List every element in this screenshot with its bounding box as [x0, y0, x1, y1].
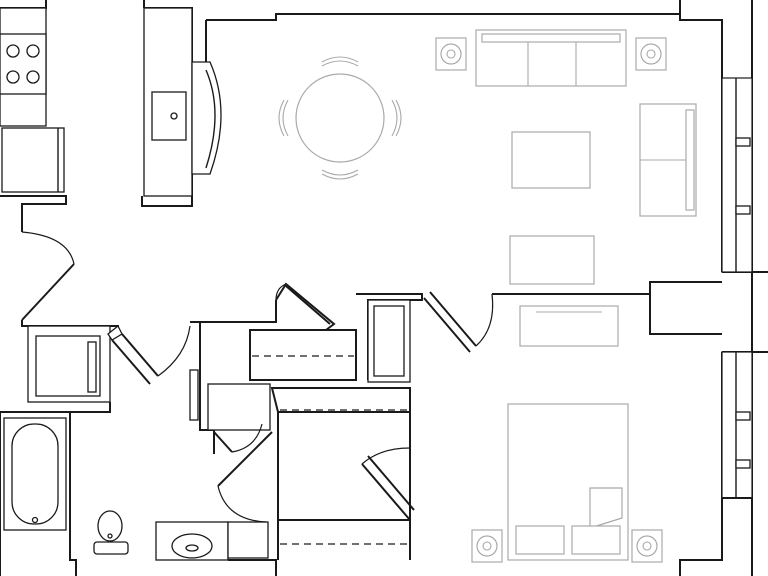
window-living-mullion-2: [735, 205, 751, 215]
linen-door-swing: [231, 423, 263, 453]
dining-chair-right: [391, 99, 402, 137]
toilet-seat-mark: [107, 533, 113, 539]
washer-panel: [87, 341, 97, 393]
linen-closet-door: [189, 369, 199, 421]
bathroom-counter-end: [227, 521, 269, 559]
laundry-door-leaf-2: [121, 333, 159, 377]
laundry: [27, 324, 191, 403]
bar-inner: [205, 69, 216, 169]
pillow-right: [571, 525, 621, 555]
stove: [0, 33, 47, 95]
burner-4: [26, 70, 40, 84]
entry-wall: [0, 195, 277, 334]
coat-closet-wall: [249, 329, 357, 381]
bedroom-furniture: [471, 305, 663, 563]
bottom-wall: [0, 411, 277, 576]
window-living-mullion-1: [735, 137, 751, 147]
laundry-door-leaf-1: [111, 339, 151, 385]
pillow-left: [515, 525, 565, 555]
burner-1: [6, 44, 20, 58]
bedroom-partition: [356, 281, 722, 521]
kitchen: [0, 7, 222, 197]
lamp-left: [440, 43, 462, 65]
wardrobe-inner: [373, 305, 405, 377]
bathroom: [0, 326, 273, 561]
media-console: [509, 235, 595, 285]
living-furniture: [278, 29, 697, 285]
dining-chair-left: [278, 99, 289, 137]
bedside-lamp-left-base: [482, 541, 492, 551]
loveseat-back: [685, 109, 695, 211]
bedroom-door-swing: [475, 293, 494, 347]
bath-door-leaf: [217, 431, 273, 487]
bedside-lamp-right: [636, 535, 658, 557]
vanity-drain: [185, 544, 199, 552]
entry-door-leaf: [21, 263, 75, 321]
tub-drain: [31, 516, 39, 524]
bedside-lamp-left: [476, 535, 498, 557]
window-bedroom: [721, 351, 753, 499]
coat-door-leaf: [285, 285, 331, 325]
bedroom-door-leaf-2: [429, 291, 477, 347]
bed-folded-sheet: [589, 487, 623, 529]
windows: [721, 77, 753, 499]
bedside-lamp-right-base: [642, 541, 652, 551]
kitchen-sink: [151, 91, 187, 141]
lamp-left-base: [446, 49, 456, 59]
sofa-back: [481, 33, 621, 43]
walkin-door-leaf: [361, 463, 411, 521]
bathtub-basin: [11, 423, 59, 525]
coat-closet-door-frame: [275, 282, 336, 331]
coat-door-swing: [275, 283, 287, 301]
dining-chair-top: [321, 56, 359, 67]
dresser: [519, 305, 619, 347]
walkin-closet-wall: [270, 387, 411, 560]
dining-chair-bottom: [321, 169, 359, 180]
linen-closet: [207, 383, 271, 431]
entry-door-swing: [21, 231, 75, 265]
laundry-door-swing: [157, 325, 191, 377]
toilet-tank: [93, 541, 129, 555]
window-bedroom-mullion-2: [735, 459, 751, 469]
toilet-bowl: [97, 510, 123, 542]
dining-table: [295, 73, 385, 163]
pass-through-bar: [191, 61, 222, 175]
window-living: [721, 77, 753, 273]
walkin-door-leaf-2: [367, 455, 415, 511]
burner-3: [6, 70, 20, 84]
burner-2: [26, 44, 40, 58]
bath-door-swing: [217, 485, 267, 523]
window-bedroom-mullion-1: [735, 411, 751, 421]
bedroom-door-leaf: [423, 297, 471, 353]
lamp-right-base: [646, 49, 656, 59]
linen-door-leaf: [213, 431, 233, 453]
bedroom-closet-wall: [278, 412, 411, 560]
entry: [0, 195, 277, 334]
lamp-right: [640, 43, 662, 65]
closets: [189, 282, 411, 560]
walkin-door-swing: [361, 447, 411, 465]
bathroom-wall: [0, 326, 215, 454]
refrigerator: [1, 127, 65, 193]
coffee-table: [511, 131, 591, 189]
sink-drain: [170, 112, 178, 120]
